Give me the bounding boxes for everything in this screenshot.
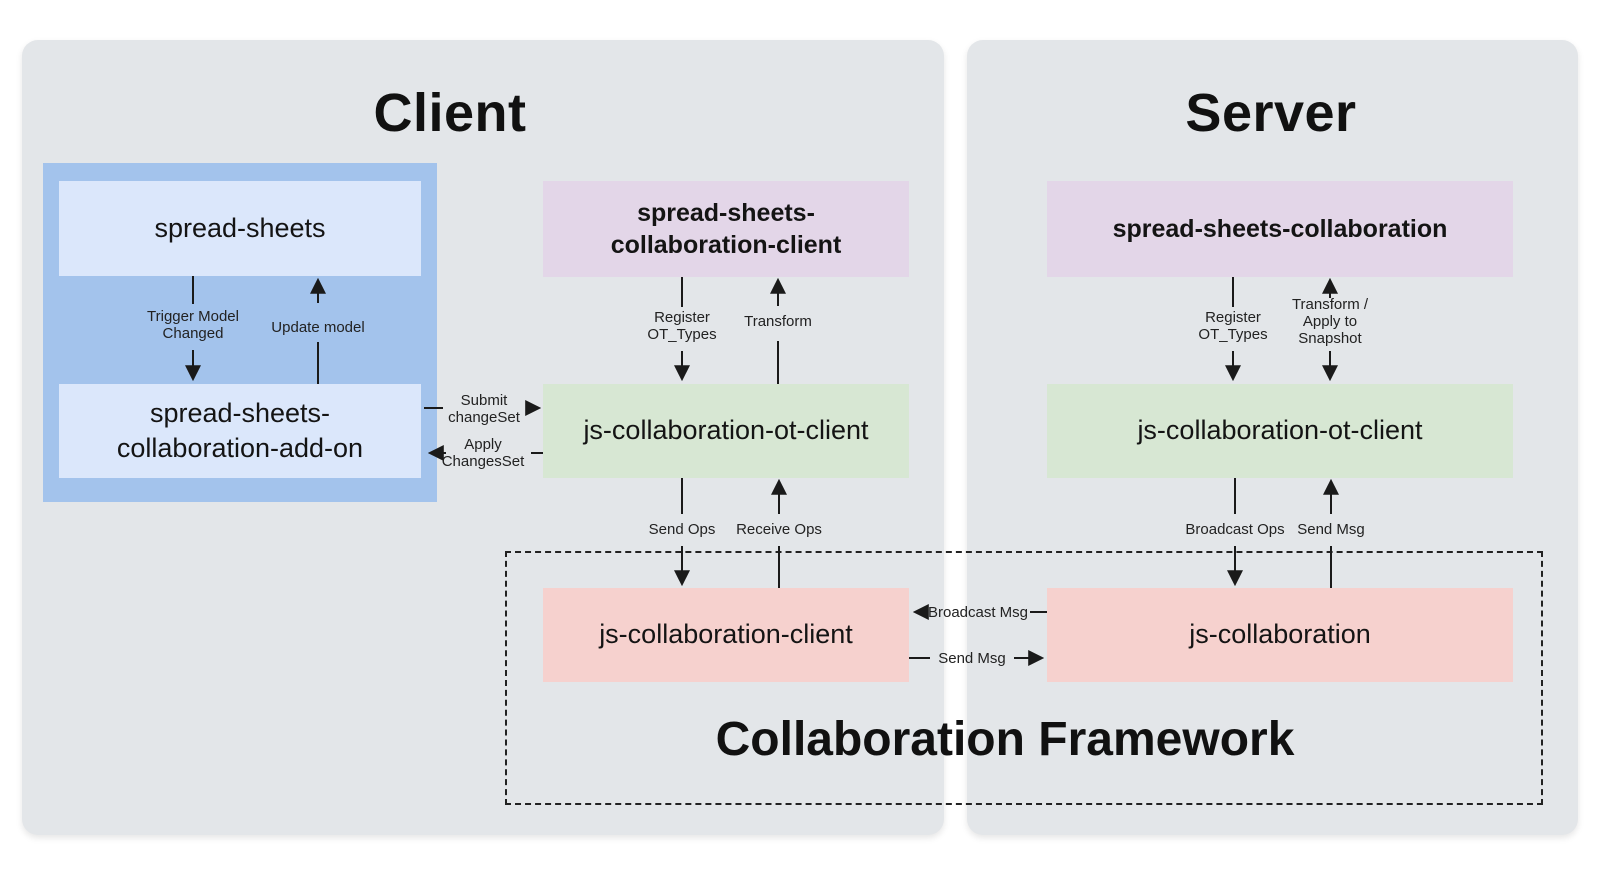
- collaboration-framework-title: Collaboration Framework: [715, 713, 1295, 766]
- submit-changeset-label: Submit changeSet: [448, 392, 520, 426]
- js-collaboration-ot-client-box-server: js-collaboration-ot-client: [1047, 384, 1513, 478]
- send-ops-label: Send Ops: [648, 521, 716, 538]
- js-collaboration-ot-client-box-client: js-collaboration-ot-client: [543, 384, 909, 478]
- broadcast-msg-label: Broadcast Msg: [927, 604, 1029, 621]
- send-msg-label-horizontal: Send Msg: [938, 650, 1006, 667]
- spread-sheets-collaboration-client-box: spread-sheets- collaboration-client: [543, 181, 909, 277]
- spread-sheets-box: spread-sheets: [59, 181, 421, 276]
- transform-apply-snapshot-label: Transform / Apply to Snapshot: [1291, 296, 1369, 347]
- register-ot-types-label-server: Register OT_Types: [1198, 309, 1268, 343]
- register-ot-types-label-client: Register OT_Types: [647, 309, 717, 343]
- send-msg-label-server: Send Msg: [1297, 521, 1365, 538]
- apply-changesset-label: Apply ChangesSet: [441, 436, 525, 470]
- trigger-model-changed-label: Trigger Model Changed: [147, 308, 239, 342]
- server-panel-title: Server: [1185, 83, 1357, 143]
- js-collaboration-box: js-collaboration: [1047, 588, 1513, 682]
- js-collaboration-client-box: js-collaboration-client: [543, 588, 909, 682]
- client-panel-title: Client: [373, 83, 527, 143]
- transform-label: Transform: [744, 313, 812, 330]
- update-model-label: Update model: [271, 319, 365, 336]
- broadcast-ops-label: Broadcast Ops: [1185, 521, 1285, 538]
- collaboration-framework-boundary: [505, 551, 1543, 805]
- spread-sheets-collaboration-add-on-box: spread-sheets- collaboration-add-on: [59, 384, 421, 478]
- spread-sheets-collaboration-box: spread-sheets-collaboration: [1047, 181, 1513, 277]
- receive-ops-label: Receive Ops: [736, 521, 822, 538]
